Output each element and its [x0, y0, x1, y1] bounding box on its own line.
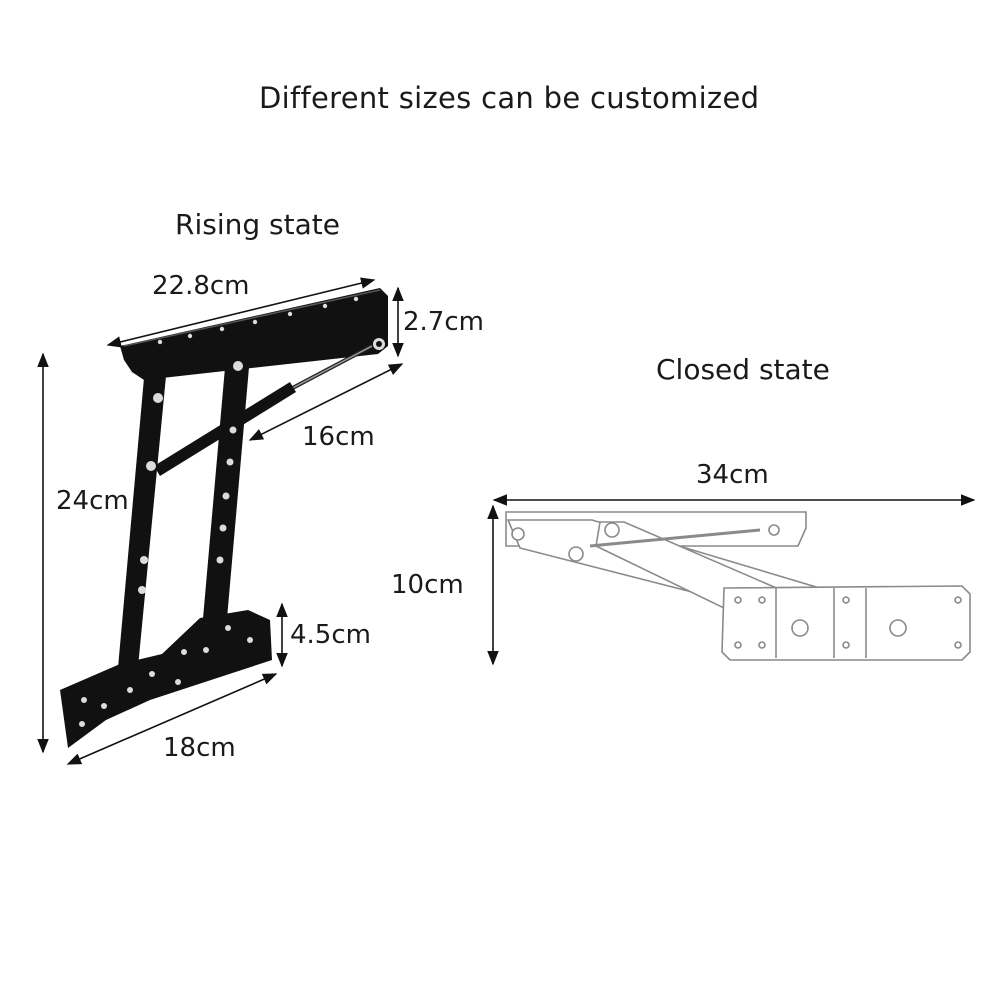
rear-arm [116, 376, 166, 690]
closed-base-plate [721, 585, 971, 661]
dim-height: 24cm [56, 486, 129, 516]
dim-closed-height: 10cm [391, 570, 464, 600]
closed-hinge [505, 511, 971, 661]
base-plate [60, 610, 272, 748]
rising-state-label: Rising state [175, 208, 340, 241]
dim-closed-length: 34cm [696, 460, 769, 490]
closed-dimension-lines [487, 494, 976, 666]
top-bracket [120, 288, 388, 380]
closed-state-label: Closed state [656, 353, 830, 386]
rising-hinge [37, 277, 404, 765]
rising-dimension-lines [37, 277, 404, 765]
dim-base-height: 4.5cm [290, 620, 371, 650]
page-title: Different sizes can be customized [259, 81, 760, 115]
dim-top-thickness: 2.7cm [403, 307, 484, 337]
